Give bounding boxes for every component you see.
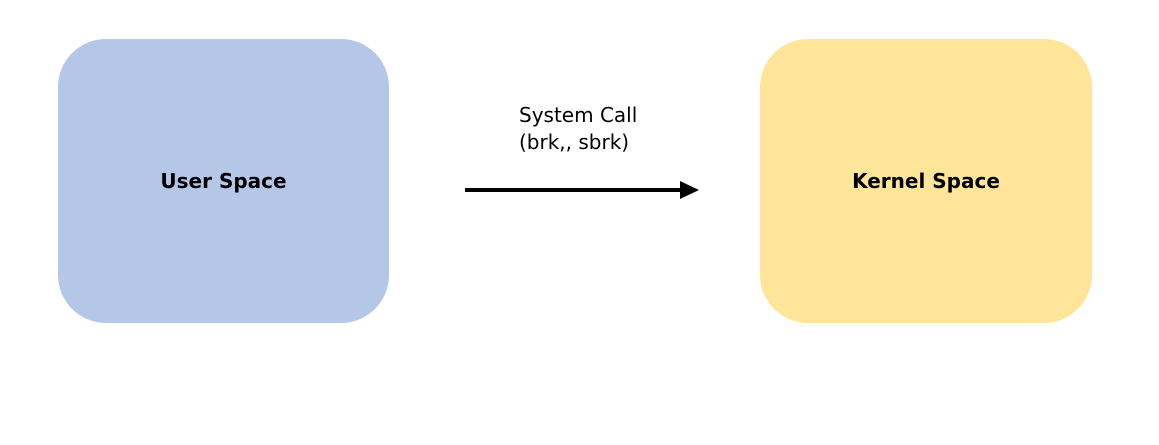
kernel-space-label: Kernel Space — [852, 169, 1000, 193]
system-call-arrow — [465, 181, 699, 199]
user-space-box: User Space — [58, 39, 389, 323]
arrow-head — [680, 181, 699, 199]
kernel-space-box: Kernel Space — [760, 39, 1092, 323]
user-space-label: User Space — [160, 169, 287, 193]
system-call-label-line1: System Call — [519, 103, 638, 127]
system-call-label-line2: (brk,, sbrk) — [519, 130, 630, 154]
system-call-label: System Call (brk,, sbrk) — [519, 102, 637, 156]
